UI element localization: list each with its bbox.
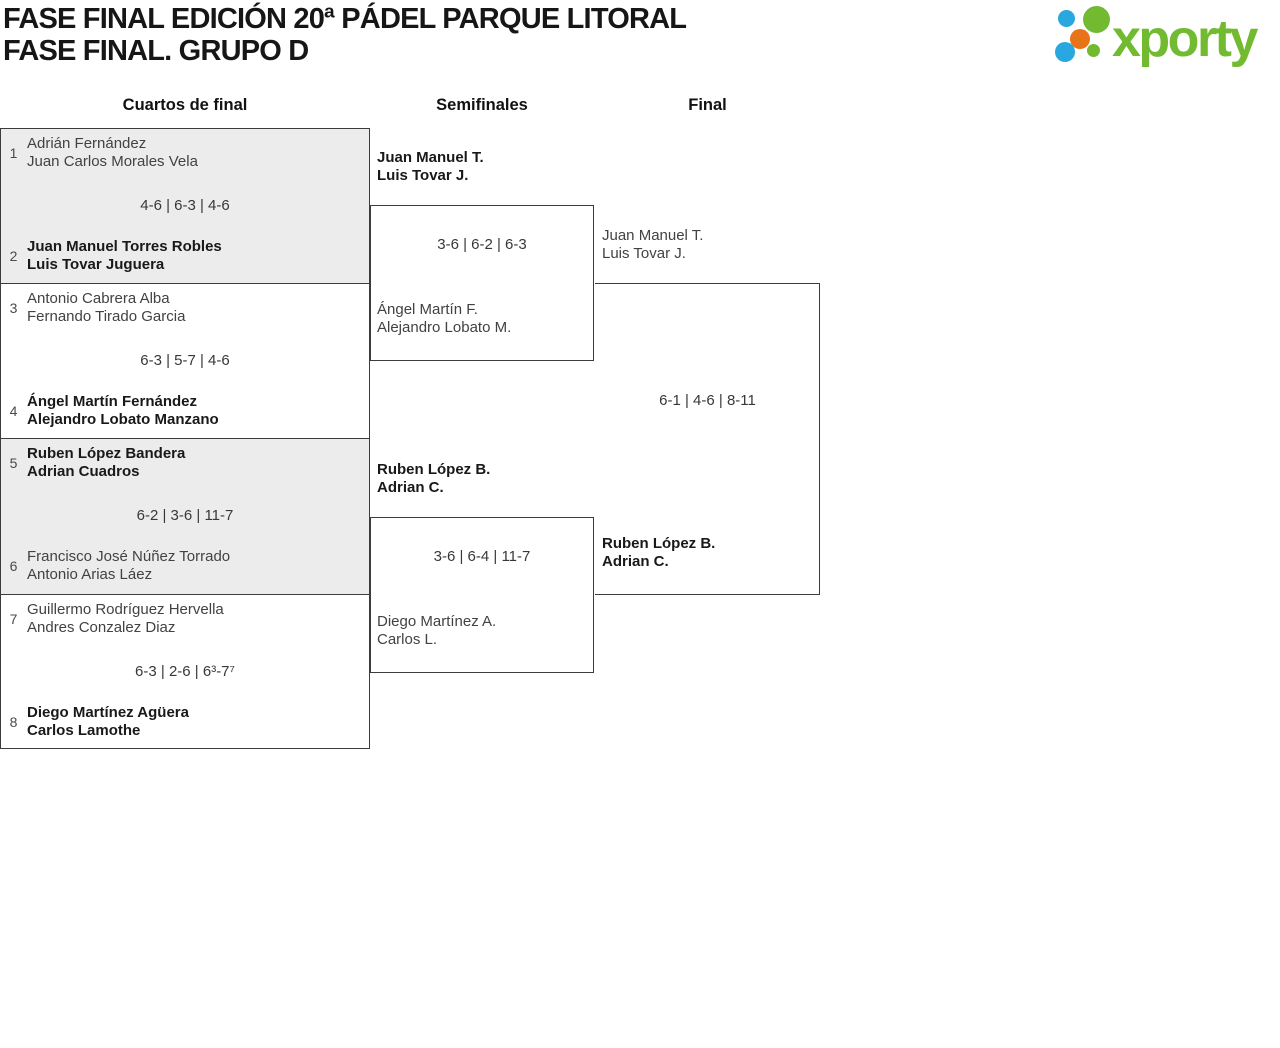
- player-name: Adrián Fernández: [27, 135, 147, 152]
- title-line-2: FASE FINAL. GRUPO D: [3, 35, 309, 67]
- match-score: 6-2 | 3-6 | 11-7: [136, 507, 234, 524]
- logo-dot-green-big-icon: [1083, 6, 1110, 33]
- player-name: Carlos L.: [377, 631, 438, 648]
- qf-match-4: 7 Guillermo Rodríguez Hervella Andres Co…: [0, 594, 370, 749]
- seed-number: 5: [9, 455, 18, 471]
- team-name: Ruben López B. Adrian C.: [377, 461, 490, 497]
- round-header-final: Final: [688, 96, 727, 114]
- player-name: Diego Martínez Agüera: [27, 704, 189, 721]
- round-header-semifinals: Semifinales: [436, 96, 528, 114]
- player-name: Alejandro Lobato M.: [377, 319, 512, 336]
- logo-dot-green-small-icon: [1087, 44, 1100, 57]
- player-name: Adrian C.: [602, 553, 669, 570]
- qf-match-1: 1 Adrián Fernández Juan Carlos Morales V…: [0, 128, 370, 284]
- player-name: Adrian C.: [377, 479, 444, 496]
- match-score: 3-6 | 6-2 | 6-3: [437, 236, 527, 253]
- match-score: 6-1 | 4-6 | 8-11: [659, 392, 756, 409]
- team-name: Juan Manuel T. Luis Tovar J.: [377, 149, 484, 185]
- match-score: 3-6 | 6-4 | 11-7: [433, 548, 531, 565]
- player-name: Carlos Lamothe: [27, 722, 141, 739]
- seed-number: 4: [9, 403, 18, 419]
- player-name: Ángel Martín Fernández: [27, 393, 198, 410]
- logo-dot-blue-small-icon: [1058, 10, 1075, 27]
- player-name: Alejandro Lobato Manzano: [27, 411, 219, 428]
- seed-number: 8: [9, 714, 18, 730]
- seed-number: 2: [9, 248, 18, 264]
- player-name: Luis Tovar J.: [377, 167, 469, 184]
- player-name: Luis Tovar Juguera: [27, 256, 165, 273]
- player-name: Antonio Cabrera Alba: [27, 290, 170, 307]
- player-name: Fernando Tirado Garcia: [27, 308, 186, 325]
- team-name: Guillermo Rodríguez Hervella Andres Conz…: [27, 601, 224, 637]
- qf-match-3: 5 Ruben López Bandera Adrian Cuadros 6-2…: [0, 438, 370, 595]
- qf-match-2: 3 Antonio Cabrera Alba Fernando Tirado G…: [0, 283, 370, 439]
- seed-number: 3: [9, 300, 18, 316]
- match-score: 6-3 | 2-6 | 6³-7⁷: [135, 663, 235, 680]
- seed-number: 7: [9, 611, 18, 627]
- player-name: Antonio Arias Láez: [27, 566, 153, 583]
- team-name: Ruben López B. Adrian C.: [602, 535, 715, 571]
- player-name: Luis Tovar J.: [602, 245, 686, 262]
- player-name: Ruben López B.: [377, 461, 491, 478]
- match-score: 4-6 | 6-3 | 4-6: [140, 197, 230, 214]
- sf-match-1: [370, 205, 594, 361]
- player-name: Adrian Cuadros: [27, 463, 140, 480]
- player-name: Diego Martínez A.: [377, 613, 497, 630]
- team-name: Antonio Cabrera Alba Fernando Tirado Gar…: [27, 290, 185, 326]
- team-name: Adrián Fernández Juan Carlos Morales Vel…: [27, 135, 198, 171]
- player-name: Juan Manuel T.: [602, 227, 704, 244]
- team-name: Juan Manuel T. Luis Tovar J.: [602, 227, 703, 263]
- xporty-wordmark: xporty: [1112, 10, 1258, 68]
- player-name: Juan Manuel T.: [377, 149, 484, 166]
- team-name: Diego Martínez A. Carlos L.: [377, 613, 496, 649]
- player-name: Ruben López Bandera: [27, 445, 186, 462]
- title-line-1: FASE FINAL EDICIÓN 20ª PÁDEL PARQUE LITO…: [3, 3, 687, 35]
- match-score: 6-3 | 5-7 | 4-6: [140, 352, 230, 369]
- player-name: Ángel Martín F.: [377, 301, 478, 318]
- player-name: Ruben López B.: [602, 535, 716, 552]
- player-name: Juan Manuel Torres Robles: [27, 238, 222, 255]
- player-name: Juan Carlos Morales Vela: [27, 153, 198, 170]
- round-header-quarterfinals: Cuartos de final: [122, 96, 248, 114]
- team-name: Ruben López Bandera Adrian Cuadros: [27, 445, 185, 481]
- team-name: Ángel Martín Fernández Alejandro Lobato …: [27, 393, 219, 429]
- logo-dot-blue-big-icon: [1055, 42, 1075, 62]
- sf-match-2: [370, 517, 594, 673]
- seed-number: 6: [9, 558, 18, 574]
- team-name: Diego Martínez Agüera Carlos Lamothe: [27, 704, 189, 740]
- xporty-logo[interactable]: xporty: [1048, 4, 1280, 76]
- page-title: FASE FINAL EDICIÓN 20ª PÁDEL PARQUE LITO…: [3, 3, 687, 67]
- team-name: Francisco José Núñez Torrado Antonio Ari…: [27, 548, 230, 584]
- team-name: Ángel Martín F. Alejandro Lobato M.: [377, 301, 511, 337]
- final-match: [595, 283, 820, 595]
- player-name: Guillermo Rodríguez Hervella: [27, 601, 224, 618]
- team-name: Juan Manuel Torres Robles Luis Tovar Jug…: [27, 238, 222, 274]
- seed-number: 1: [9, 145, 18, 161]
- player-name: Francisco José Núñez Torrado: [27, 548, 231, 565]
- player-name: Andres Conzalez Diaz: [27, 619, 176, 636]
- logo-dot-orange-icon: [1070, 29, 1090, 49]
